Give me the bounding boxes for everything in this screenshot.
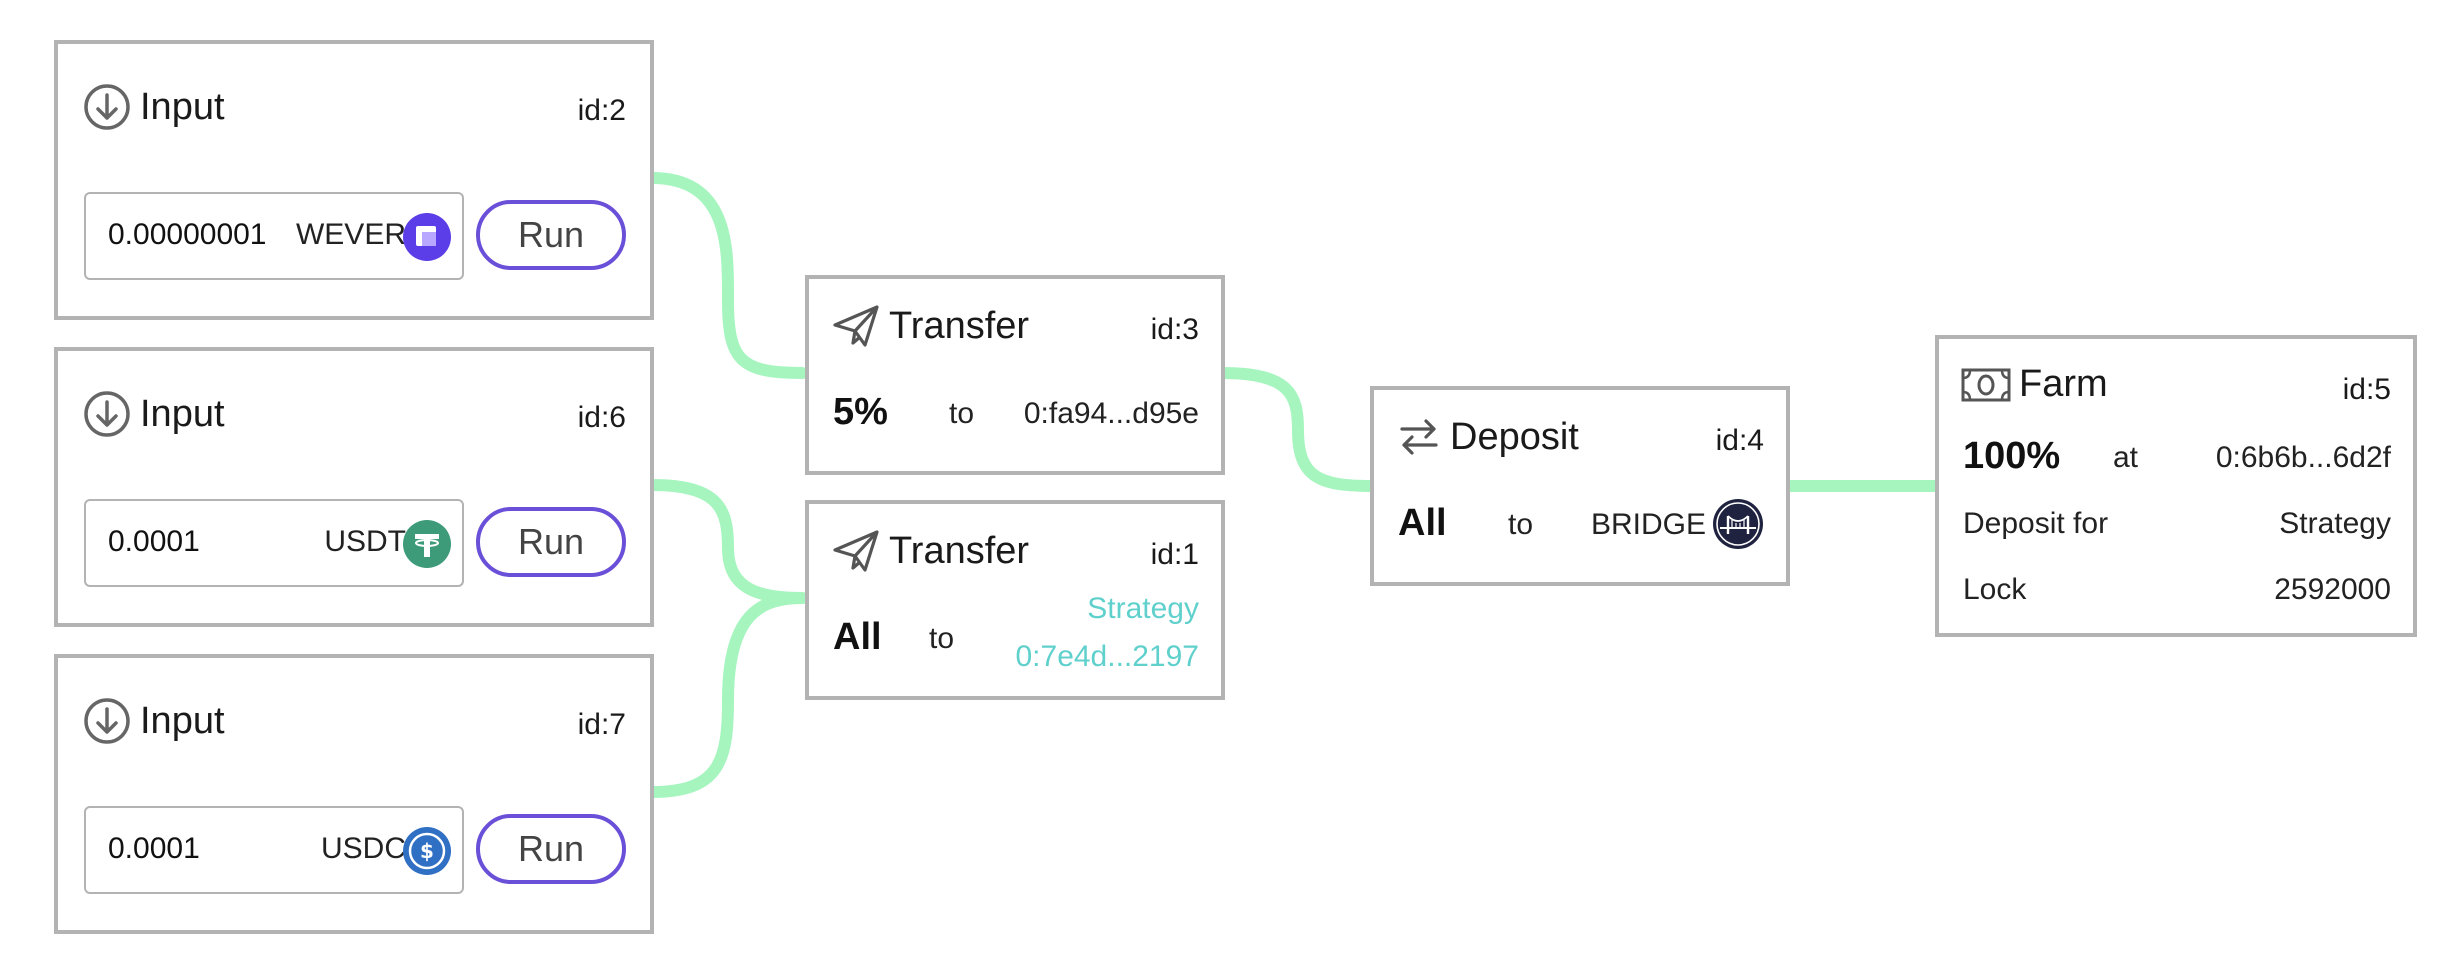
node-id: id:1 <box>1150 538 1199 571</box>
recipient-address-link[interactable]: 0:7e4d...2197 <box>1015 640 1199 673</box>
input-node-6[interactable]: Input id:6 0.0001 USDT Run <box>54 347 654 627</box>
paper-plane-icon <box>833 530 879 572</box>
node-id: id:7 <box>577 708 626 741</box>
deposit-for-label: Deposit for <box>1963 507 2109 540</box>
paper-plane-icon <box>833 305 879 347</box>
at-label: at <box>2113 441 2139 474</box>
node-title: Deposit <box>1450 415 1579 458</box>
lock-label: Lock <box>1963 573 2027 606</box>
to-label: to <box>949 397 975 430</box>
node-title: Input <box>140 85 225 128</box>
amount-value[interactable]: 0.0001 <box>108 832 200 865</box>
run-button[interactable]: Run <box>476 814 626 884</box>
transfer-node-3[interactable]: Transfer id:3 5% to 0:fa94...d95e <box>805 275 1225 475</box>
to-label: to <box>929 622 955 655</box>
node-id: id:2 <box>577 94 626 127</box>
banknote-icon <box>1961 368 2011 401</box>
arrow-down-circle-icon <box>84 391 130 437</box>
wever-token-icon <box>403 213 451 261</box>
edge-input2-transfer3 <box>646 172 808 379</box>
node-id: id:5 <box>2342 373 2391 406</box>
run-button[interactable]: Run <box>476 507 626 577</box>
arrow-down-circle-icon <box>84 84 130 130</box>
input-node-7[interactable]: Input id:7 0.0001 USDC $ Run <box>54 654 654 934</box>
transfer-node-1[interactable]: Transfer id:1 All to Strategy 0:7e4d...2… <box>805 500 1225 700</box>
token-symbol: USDT <box>324 525 406 558</box>
deposit-amount: All <box>1398 502 1447 544</box>
farm-node-5[interactable]: Farm id:5 100% at 0:6b6b...6d2f Deposit … <box>1935 335 2417 637</box>
node-title: Input <box>140 699 225 742</box>
node-title: Transfer <box>889 529 1030 572</box>
node-id: id:3 <box>1150 313 1199 346</box>
edge-input7-transfer1 <box>646 592 808 798</box>
bridge-token-icon <box>1713 499 1763 549</box>
swap-arrows-icon <box>1400 419 1438 455</box>
recipient-address[interactable]: 0:fa94...d95e <box>1023 397 1199 430</box>
node-title: Farm <box>2019 363 2108 405</box>
transfer-amount: 5% <box>833 391 888 433</box>
deposit-for-value: Strategy <box>2279 507 2391 540</box>
amount-value[interactable]: 0.00000001 <box>108 218 267 251</box>
edge-transfer3-deposit4 <box>1216 367 1378 492</box>
lock-row: Lock 2592000 <box>1963 573 2391 607</box>
amount-value[interactable]: 0.0001 <box>108 525 200 558</box>
node-title: Transfer <box>889 304 1030 347</box>
amount-field[interactable]: 0.00000001 WEVER <box>84 192 464 280</box>
arrow-down-circle-icon <box>84 698 130 744</box>
amount-field[interactable]: 0.0001 USDT <box>84 499 464 587</box>
recipient-name-link[interactable]: Strategy <box>1087 592 1199 625</box>
farm-address[interactable]: 0:6b6b...6d2f <box>2215 441 2391 474</box>
token-symbol: WEVER <box>295 218 406 251</box>
deposit-node-4[interactable]: Deposit id:4 All to BRIDGE <box>1370 386 1790 586</box>
svg-text:$: $ <box>420 839 434 863</box>
input-node-2[interactable]: Input id:2 0.00000001 WEVER Run <box>54 40 654 320</box>
lock-value: 2592000 <box>2274 573 2391 606</box>
run-button[interactable]: Run <box>476 200 626 270</box>
amount-field[interactable]: 0.0001 USDC $ <box>84 806 464 894</box>
deposit-target: BRIDGE <box>1590 508 1706 541</box>
usdc-token-icon: $ <box>403 827 451 875</box>
edge-input6-transfer1 <box>646 479 808 604</box>
node-id: id:6 <box>577 401 626 434</box>
transfer-amount: All <box>833 616 882 658</box>
usdt-token-icon <box>403 520 451 568</box>
deposit-for-row: Deposit for Strategy <box>1963 507 2391 541</box>
farm-amount: 100% <box>1963 435 2061 477</box>
node-title: Input <box>140 392 225 435</box>
token-symbol: USDC <box>320 832 406 865</box>
node-id: id:4 <box>1715 424 1764 457</box>
to-label: to <box>1508 508 1534 541</box>
